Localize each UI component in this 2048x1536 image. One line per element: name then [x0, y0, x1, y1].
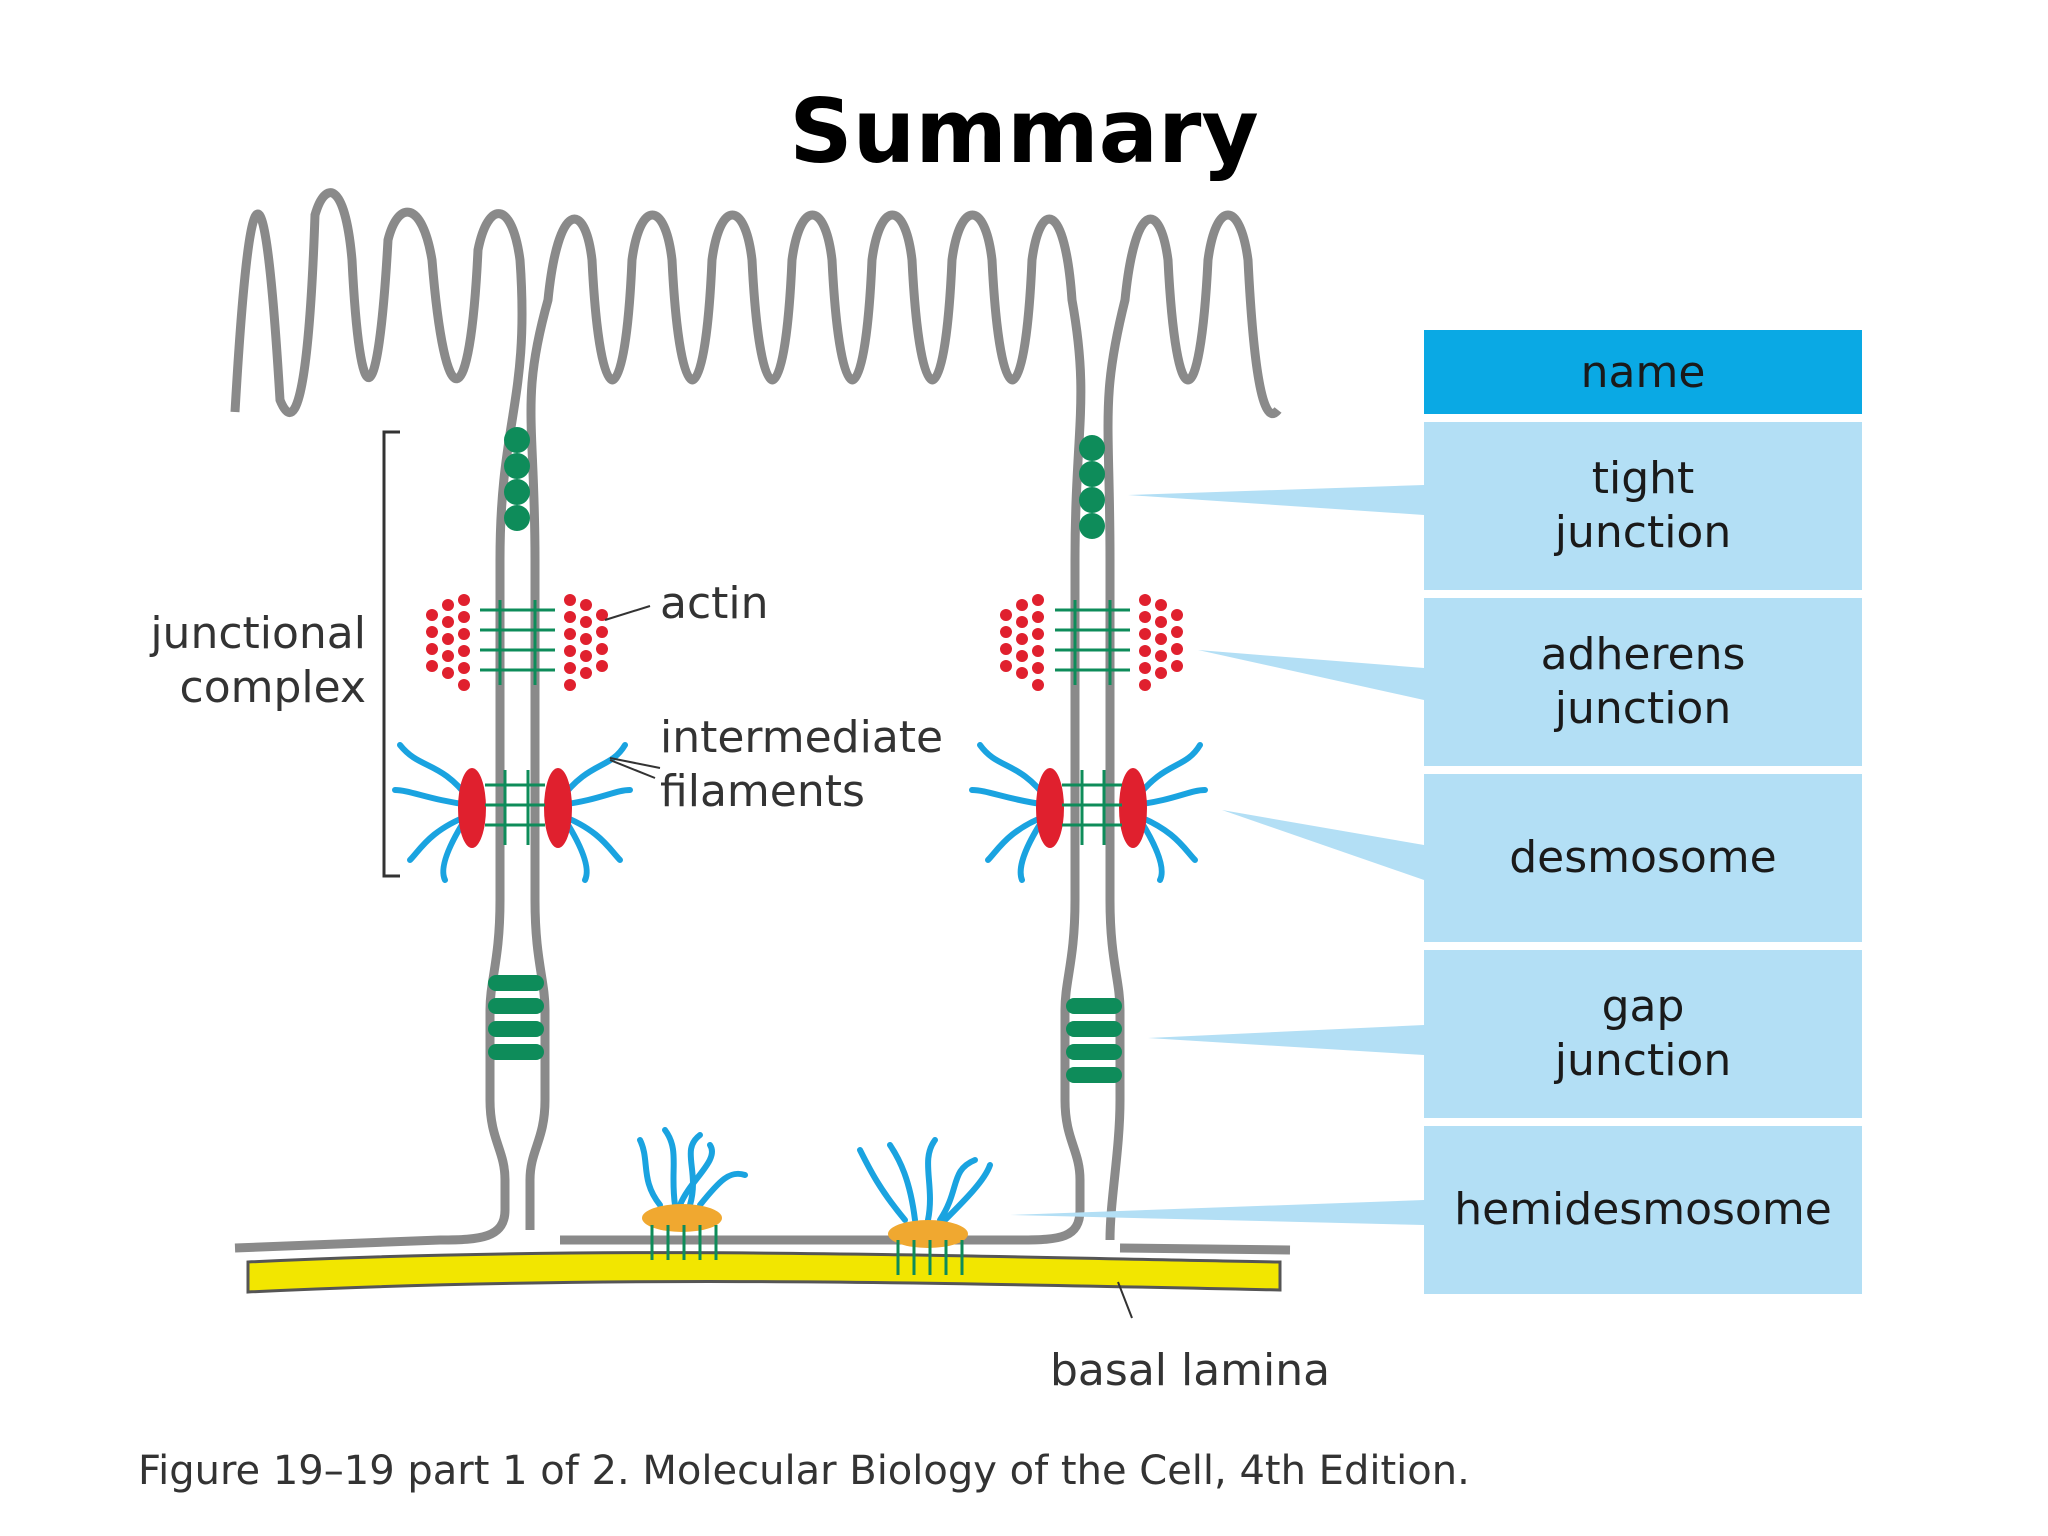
callout-tight-junction [1128, 485, 1424, 515]
left-desmosome [392, 742, 633, 883]
table-row-gap-junction: gap junction [1424, 950, 1862, 1118]
filament-pointer-1 [609, 757, 661, 769]
right-adherens-junction [1000, 594, 1183, 691]
left-gap-junction [488, 975, 544, 1060]
right-desmosome [969, 742, 1208, 883]
basal-lamina-layer [246, 1251, 1282, 1294]
junctional-complex-label-line2: complex [180, 662, 366, 713]
table-row-hemidesmosome: hemidesmosome [1424, 1126, 1862, 1294]
callout-adherens-junction [1198, 650, 1424, 700]
right-gap-junction [1066, 998, 1122, 1083]
table-row-desmosome: desmosome [1424, 774, 1862, 942]
left-cell-membrane [230, 188, 527, 1253]
right-cell-membrane [1103, 210, 1291, 1255]
slide-title: Summary [789, 80, 1259, 183]
actin-label: actin [660, 578, 769, 629]
filament-pointer-2 [609, 759, 656, 779]
middle-cell-membrane [525, 210, 1086, 1245]
table-header: name [1424, 330, 1862, 414]
right-tight-junction [1079, 435, 1105, 539]
basal-lamina-label: basal lamina [1050, 1345, 1330, 1396]
junctional-complex-label-line1: junctional [149, 608, 366, 659]
intermediate-filaments-label-line1: intermediate [660, 712, 943, 763]
table-row-adherens-junction: adherens junction [1424, 598, 1862, 766]
junctional-complex-bracket [382, 430, 400, 878]
left-adherens-junction [426, 594, 608, 691]
callout-gap-junction [1148, 1025, 1424, 1055]
table-row-tight-junction: tight junction [1424, 422, 1862, 590]
left-tight-junction [504, 427, 530, 531]
callout-hemidesmosome [1010, 1200, 1424, 1225]
callout-desmosome [1222, 810, 1424, 880]
actin-pointer [604, 605, 651, 621]
intermediate-filaments-label-line2: filaments [660, 766, 865, 817]
hemidesmosome-left [637, 1127, 748, 1260]
basal-lamina-pointer [1117, 1281, 1133, 1319]
hemidesmosome-right [857, 1137, 993, 1275]
figure-caption: Figure 19–19 part 1 of 2. Molecular Biol… [138, 1448, 1470, 1494]
